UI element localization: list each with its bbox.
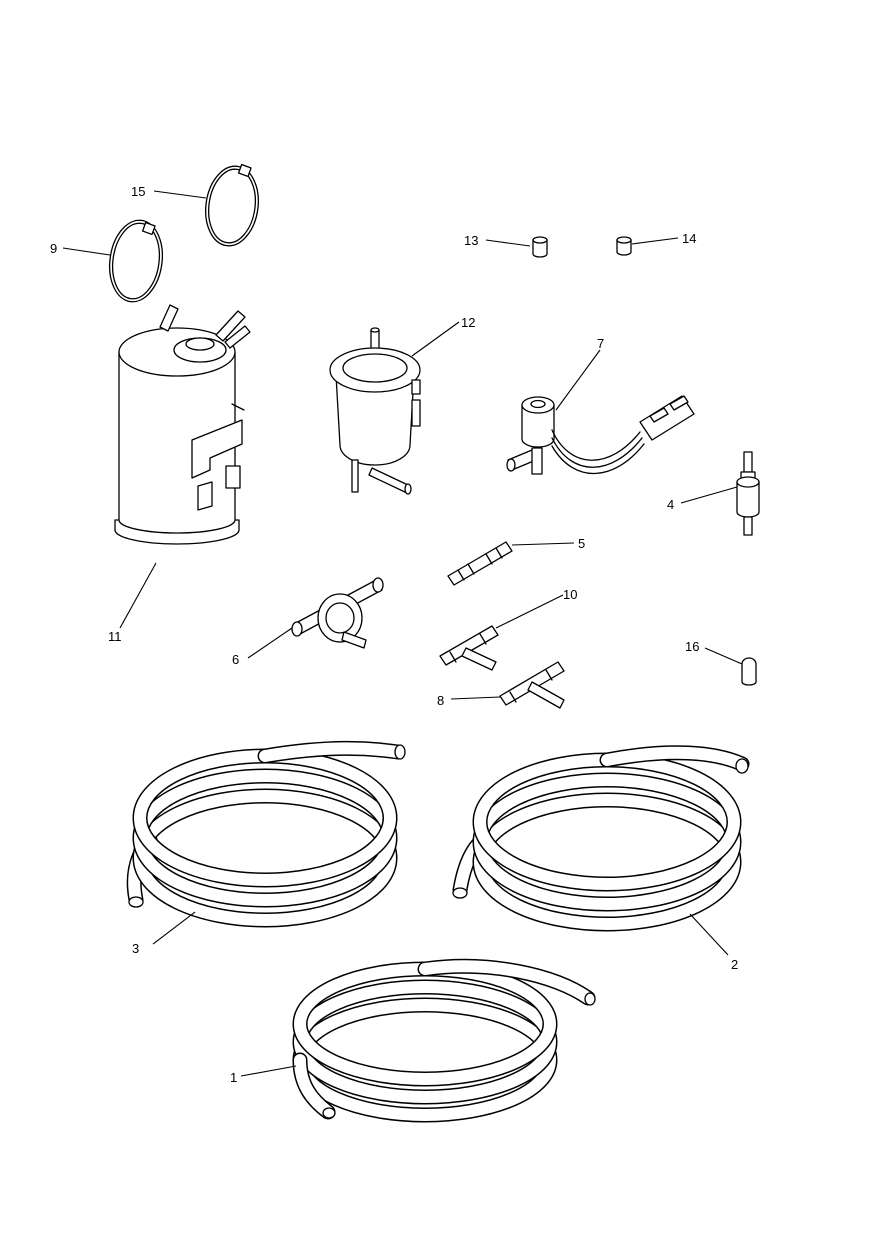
- callout-9: 9: [50, 241, 57, 256]
- leader-lines: [62, 190, 743, 1077]
- part-3-hose-coil: [126, 740, 406, 928]
- callout-2: 2: [731, 957, 738, 972]
- callout-3: 3: [132, 941, 139, 956]
- part-9-hose-clip: [108, 219, 164, 303]
- part-6-valve: [291, 577, 384, 649]
- callout-6: 6: [232, 652, 239, 667]
- callout-5: 5: [578, 536, 585, 551]
- callout-8: 8: [437, 693, 444, 708]
- callout-4: 4: [667, 497, 674, 512]
- part-12-filter: [329, 327, 421, 495]
- callout-7: 7: [597, 336, 604, 351]
- callout-10: 10: [563, 587, 577, 602]
- part-16-cap: [741, 657, 757, 686]
- part-11-canister: [114, 304, 251, 545]
- part-14-cap: [616, 236, 632, 256]
- callout-1: 1: [230, 1070, 237, 1085]
- callout-15: 15: [131, 184, 145, 199]
- callout-12: 12: [461, 315, 475, 330]
- part-13-cap: [532, 236, 548, 258]
- part-5-straight-connector: [447, 541, 513, 586]
- part-15-hose-clip: [205, 163, 259, 247]
- callout-13: 13: [464, 233, 478, 248]
- part-7-purge-valve: [506, 395, 695, 475]
- part-1-hose-coil: [292, 958, 596, 1123]
- part-2-hose-coil: [452, 745, 750, 932]
- part-10-t-piece: [439, 625, 499, 671]
- callout-14: 14: [682, 231, 696, 246]
- part-4-inline-filter: [736, 451, 760, 536]
- part-8-t-piece: [499, 661, 565, 709]
- callout-16: 16: [685, 639, 699, 654]
- callout-11: 11: [108, 629, 122, 644]
